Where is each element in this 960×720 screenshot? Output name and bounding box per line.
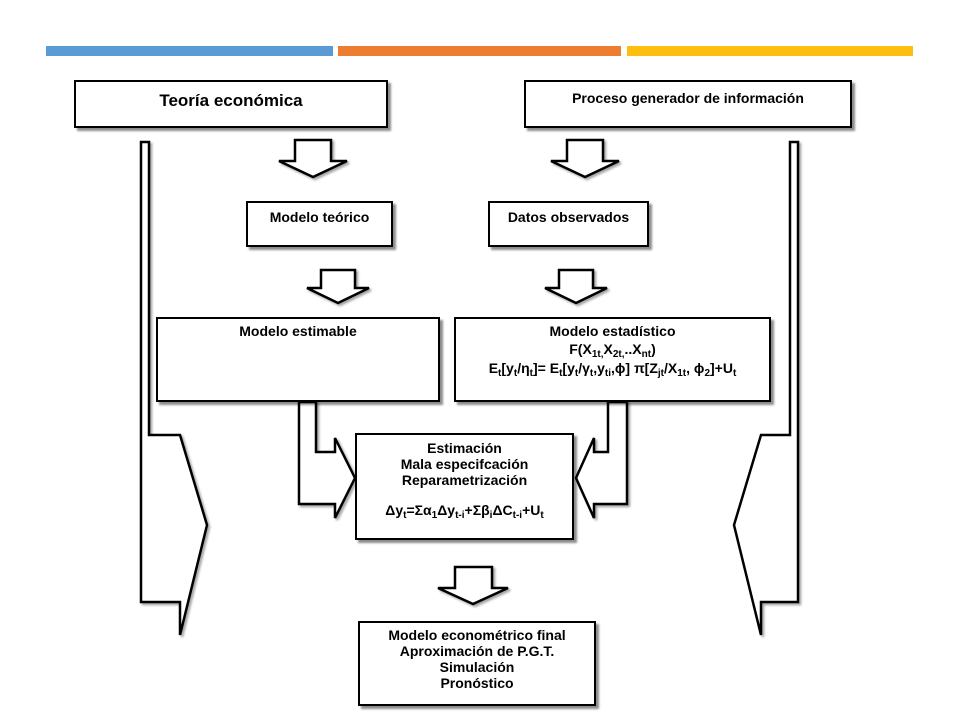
mala-especificacion-label: Mala especifcación <box>400 456 529 472</box>
datos-observados-label: Datos observados <box>507 209 630 225</box>
reparametrizacion-label: Reparametrización <box>401 472 528 488</box>
down-arrow-estadistico <box>544 268 608 305</box>
bent-arrow-right <box>574 400 629 519</box>
down-arrow-teorico <box>278 138 348 179</box>
proceso-generador-box: Proceso generador de información <box>524 80 852 128</box>
modelo-estimable-label: Modelo estimable <box>239 323 357 339</box>
header-bar-yellow <box>627 46 913 56</box>
modelo-estimable-box: Modelo estimable <box>156 317 440 402</box>
header-bar-blue <box>46 46 333 56</box>
estimacion-equation: Δyt=Σα1Δyt-i+ΣβiΔCt-i+Ut <box>385 502 544 521</box>
modelo-estadistico-equation: Et[yt/ηt]= Et[yt/γt,yti,ϕ] π[Zjt/X1t, ϕ2… <box>488 360 737 379</box>
modelo-teorico-label: Modelo teórico <box>269 209 370 225</box>
long-arrow-right <box>732 140 800 636</box>
datos-observados-box: Datos observados <box>488 201 649 247</box>
estimacion-label: Estimación <box>427 440 502 456</box>
simulacion-label: Simulación <box>439 659 515 675</box>
modelo-final-label: Modelo econométrico final <box>388 627 566 643</box>
modelo-teorico-box: Modelo teórico <box>246 201 393 247</box>
estimacion-box: Estimación Mala especifcación Reparametr… <box>355 433 574 540</box>
teoria-economica-box: Teoría económica <box>74 80 388 128</box>
modelo-estadistico-function: F(X1t,X2t,..Xnt) <box>569 341 656 360</box>
bent-arrow-left <box>297 400 357 519</box>
teoria-economica-label: Teoría económica <box>159 91 303 110</box>
long-arrow-left <box>139 140 209 636</box>
proceso-generador-label: Proceso generador de información <box>572 90 804 106</box>
down-arrow-datos <box>550 138 620 179</box>
header-bar-orange <box>338 46 621 56</box>
down-arrow-final <box>437 565 509 606</box>
modelo-final-box: Modelo econométrico final Aproximación d… <box>358 621 596 706</box>
down-arrow-estimable <box>306 268 370 305</box>
modelo-estadistico-box: Modelo estadístico F(X1t,X2t,..Xnt) Et[y… <box>454 317 771 402</box>
aproximacion-label: Aproximación de P.G.T. <box>399 643 555 659</box>
modelo-estadistico-title: Modelo estadístico <box>549 323 676 339</box>
pronostico-label: Pronóstico <box>440 675 514 691</box>
